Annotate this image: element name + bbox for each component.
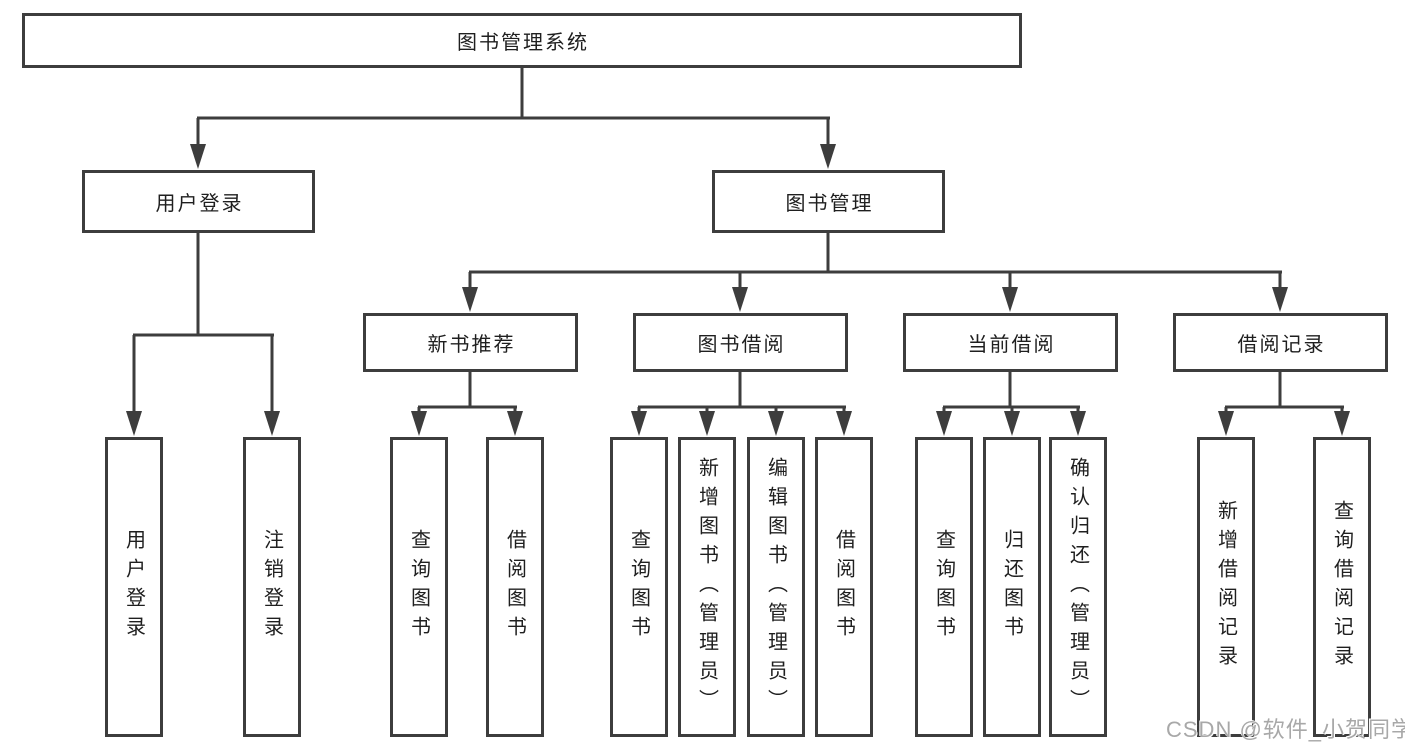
node-user-login: 用户登录: [82, 170, 315, 233]
node-leaf-cb-return-books: 归还图书: [983, 437, 1041, 737]
node-leaf-br-query-record: 查询借阅记录: [1313, 437, 1371, 737]
csdn-watermark: CSDN @软件_小贺同学: [1166, 717, 1405, 742]
node-book-borrow: 图书借阅: [633, 313, 848, 372]
node-leaf-cb-confirm-return-admin: 确认归还（管理员）: [1049, 437, 1107, 737]
node-leaf-nb-borrow-books: 借阅图书: [486, 437, 544, 737]
node-book-management: 图书管理: [712, 170, 945, 233]
node-new-book-recommend: 新书推荐: [363, 313, 578, 372]
node-leaf-user-login: 用户登录: [105, 437, 163, 737]
node-current-borrow: 当前借阅: [903, 313, 1118, 372]
node-leaf-bb-add-books-admin: 新增图书（管理员）: [678, 437, 736, 737]
node-leaf-bb-query-books: 查询图书: [610, 437, 668, 737]
node-leaf-bb-edit-books-admin: 编辑图书（管理员）: [747, 437, 805, 737]
node-borrow-records: 借阅记录: [1173, 313, 1388, 372]
node-library-system: 图书管理系统: [22, 13, 1022, 68]
node-leaf-br-add-record: 新增借阅记录: [1197, 437, 1255, 737]
node-leaf-cb-query-books: 查询图书: [915, 437, 973, 737]
node-leaf-bb-borrow-books: 借阅图书: [815, 437, 873, 737]
node-leaf-logout: 注销登录: [243, 437, 301, 737]
node-leaf-nb-query-books: 查询图书: [390, 437, 448, 737]
